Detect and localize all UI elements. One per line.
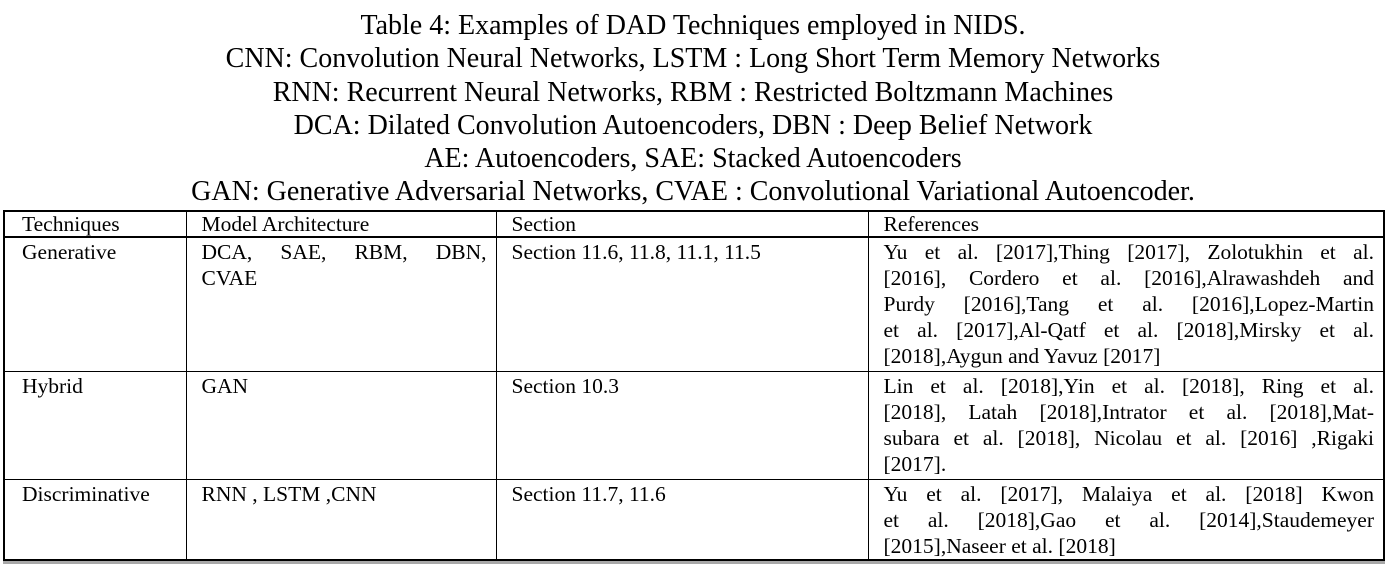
cell-references: Yu et al. [2017], Malaiya et al. [2018] … bbox=[867, 479, 1385, 561]
cell-text-line: DCA, SAE, RBM, DBN, bbox=[201, 239, 487, 264]
cell-text-line: et al. [2017],Al-Qatf et al. [2018],Mirs… bbox=[883, 317, 1375, 342]
cell-text-line: Purdy [2016],Tang et al. [2016],Lopez-Ma… bbox=[883, 291, 1375, 316]
table-row-discriminative: Discriminative RNN , LSTM ,CNN Section 1… bbox=[3, 479, 1385, 561]
cell-section: Section 11.7, 11.6 bbox=[495, 479, 869, 561]
table-caption: Table 4: Examples of DAD Techniques empl… bbox=[0, 0, 1386, 209]
cell-technique: Hybrid bbox=[3, 371, 187, 481]
cell-technique: Discriminative bbox=[3, 479, 187, 561]
cell-text-line: et al. [2018],Gao et al. [2014],Staudeme… bbox=[883, 508, 1375, 533]
cell-model-architecture: RNN , LSTM ,CNN bbox=[185, 479, 497, 561]
cell-text-line: [2018], Latah [2018],Intrator et al. [20… bbox=[883, 400, 1375, 425]
cell-text-line: [2017]. bbox=[883, 452, 947, 477]
cell-references: Lin et al. [2018],Yin et al. [2018], Rin… bbox=[867, 371, 1385, 481]
table-row-generative: Generative DCA, SAE, RBM, DBN,CVAE Secti… bbox=[3, 236, 1385, 373]
caption-title: Table 4: Examples of DAD Techniques empl… bbox=[360, 10, 1026, 41]
column-header-references: References bbox=[867, 210, 1385, 238]
cell-text-line: [2018],Aygun and Yavuz [2017] bbox=[883, 343, 1161, 368]
table-row-hybrid: Hybrid GAN Section 10.3 Lin et al. [2018… bbox=[3, 371, 1385, 481]
cell-text-line: Yu et al. [2017],Thing [2017], Zolotukhi… bbox=[883, 239, 1375, 264]
caption-legend-line: GAN: Generative Adversarial Networks, CV… bbox=[191, 176, 1195, 208]
cell-text-line: subara et al. [2018], Nicolau et al. [20… bbox=[883, 426, 1375, 451]
dad-techniques-table: Techniques Model Architecture Section Re… bbox=[3, 209, 1385, 562]
cell-model-architecture: GAN bbox=[185, 371, 497, 481]
cell-text-line: Yu et al. [2017], Malaiya et al. [2018] … bbox=[883, 482, 1375, 507]
column-header-techniques: Techniques bbox=[3, 210, 187, 238]
caption-legend-line: CNN: Convolution Neural Networks, LSTM :… bbox=[225, 43, 1161, 75]
cell-text-line: [2015],Naseer et al. [2018] bbox=[883, 534, 1116, 559]
column-header-model-architecture: Model Architecture bbox=[185, 210, 497, 238]
cell-model-architecture: DCA, SAE, RBM, DBN,CVAE bbox=[185, 236, 497, 373]
cell-text-line: [2016], Cordero et al. [2016],Alrawashde… bbox=[883, 265, 1375, 290]
cell-text-line: Lin et al. [2018],Yin et al. [2018], Rin… bbox=[883, 374, 1375, 399]
cell-technique: Generative bbox=[3, 236, 187, 373]
cell-references: Yu et al. [2017],Thing [2017], Zolotukhi… bbox=[867, 236, 1385, 373]
column-header-section: Section bbox=[495, 210, 869, 238]
cell-section: Section 11.6, 11.8, 11.1, 11.5 bbox=[495, 236, 869, 373]
cell-section: Section 10.3 bbox=[495, 371, 869, 481]
caption-legend-line: RNN: Recurrent Neural Networks, RBM : Re… bbox=[272, 76, 1114, 108]
header-row: Techniques Model Architecture Section Re… bbox=[3, 210, 1385, 238]
cell-text-line: CVAE bbox=[201, 265, 258, 290]
caption-legend-line: AE: Autoencoders, SAE: Stacked Autoencod… bbox=[424, 143, 962, 175]
caption-legend-line: DCA: Dilated Convolution Autoencoders, D… bbox=[293, 109, 1093, 141]
